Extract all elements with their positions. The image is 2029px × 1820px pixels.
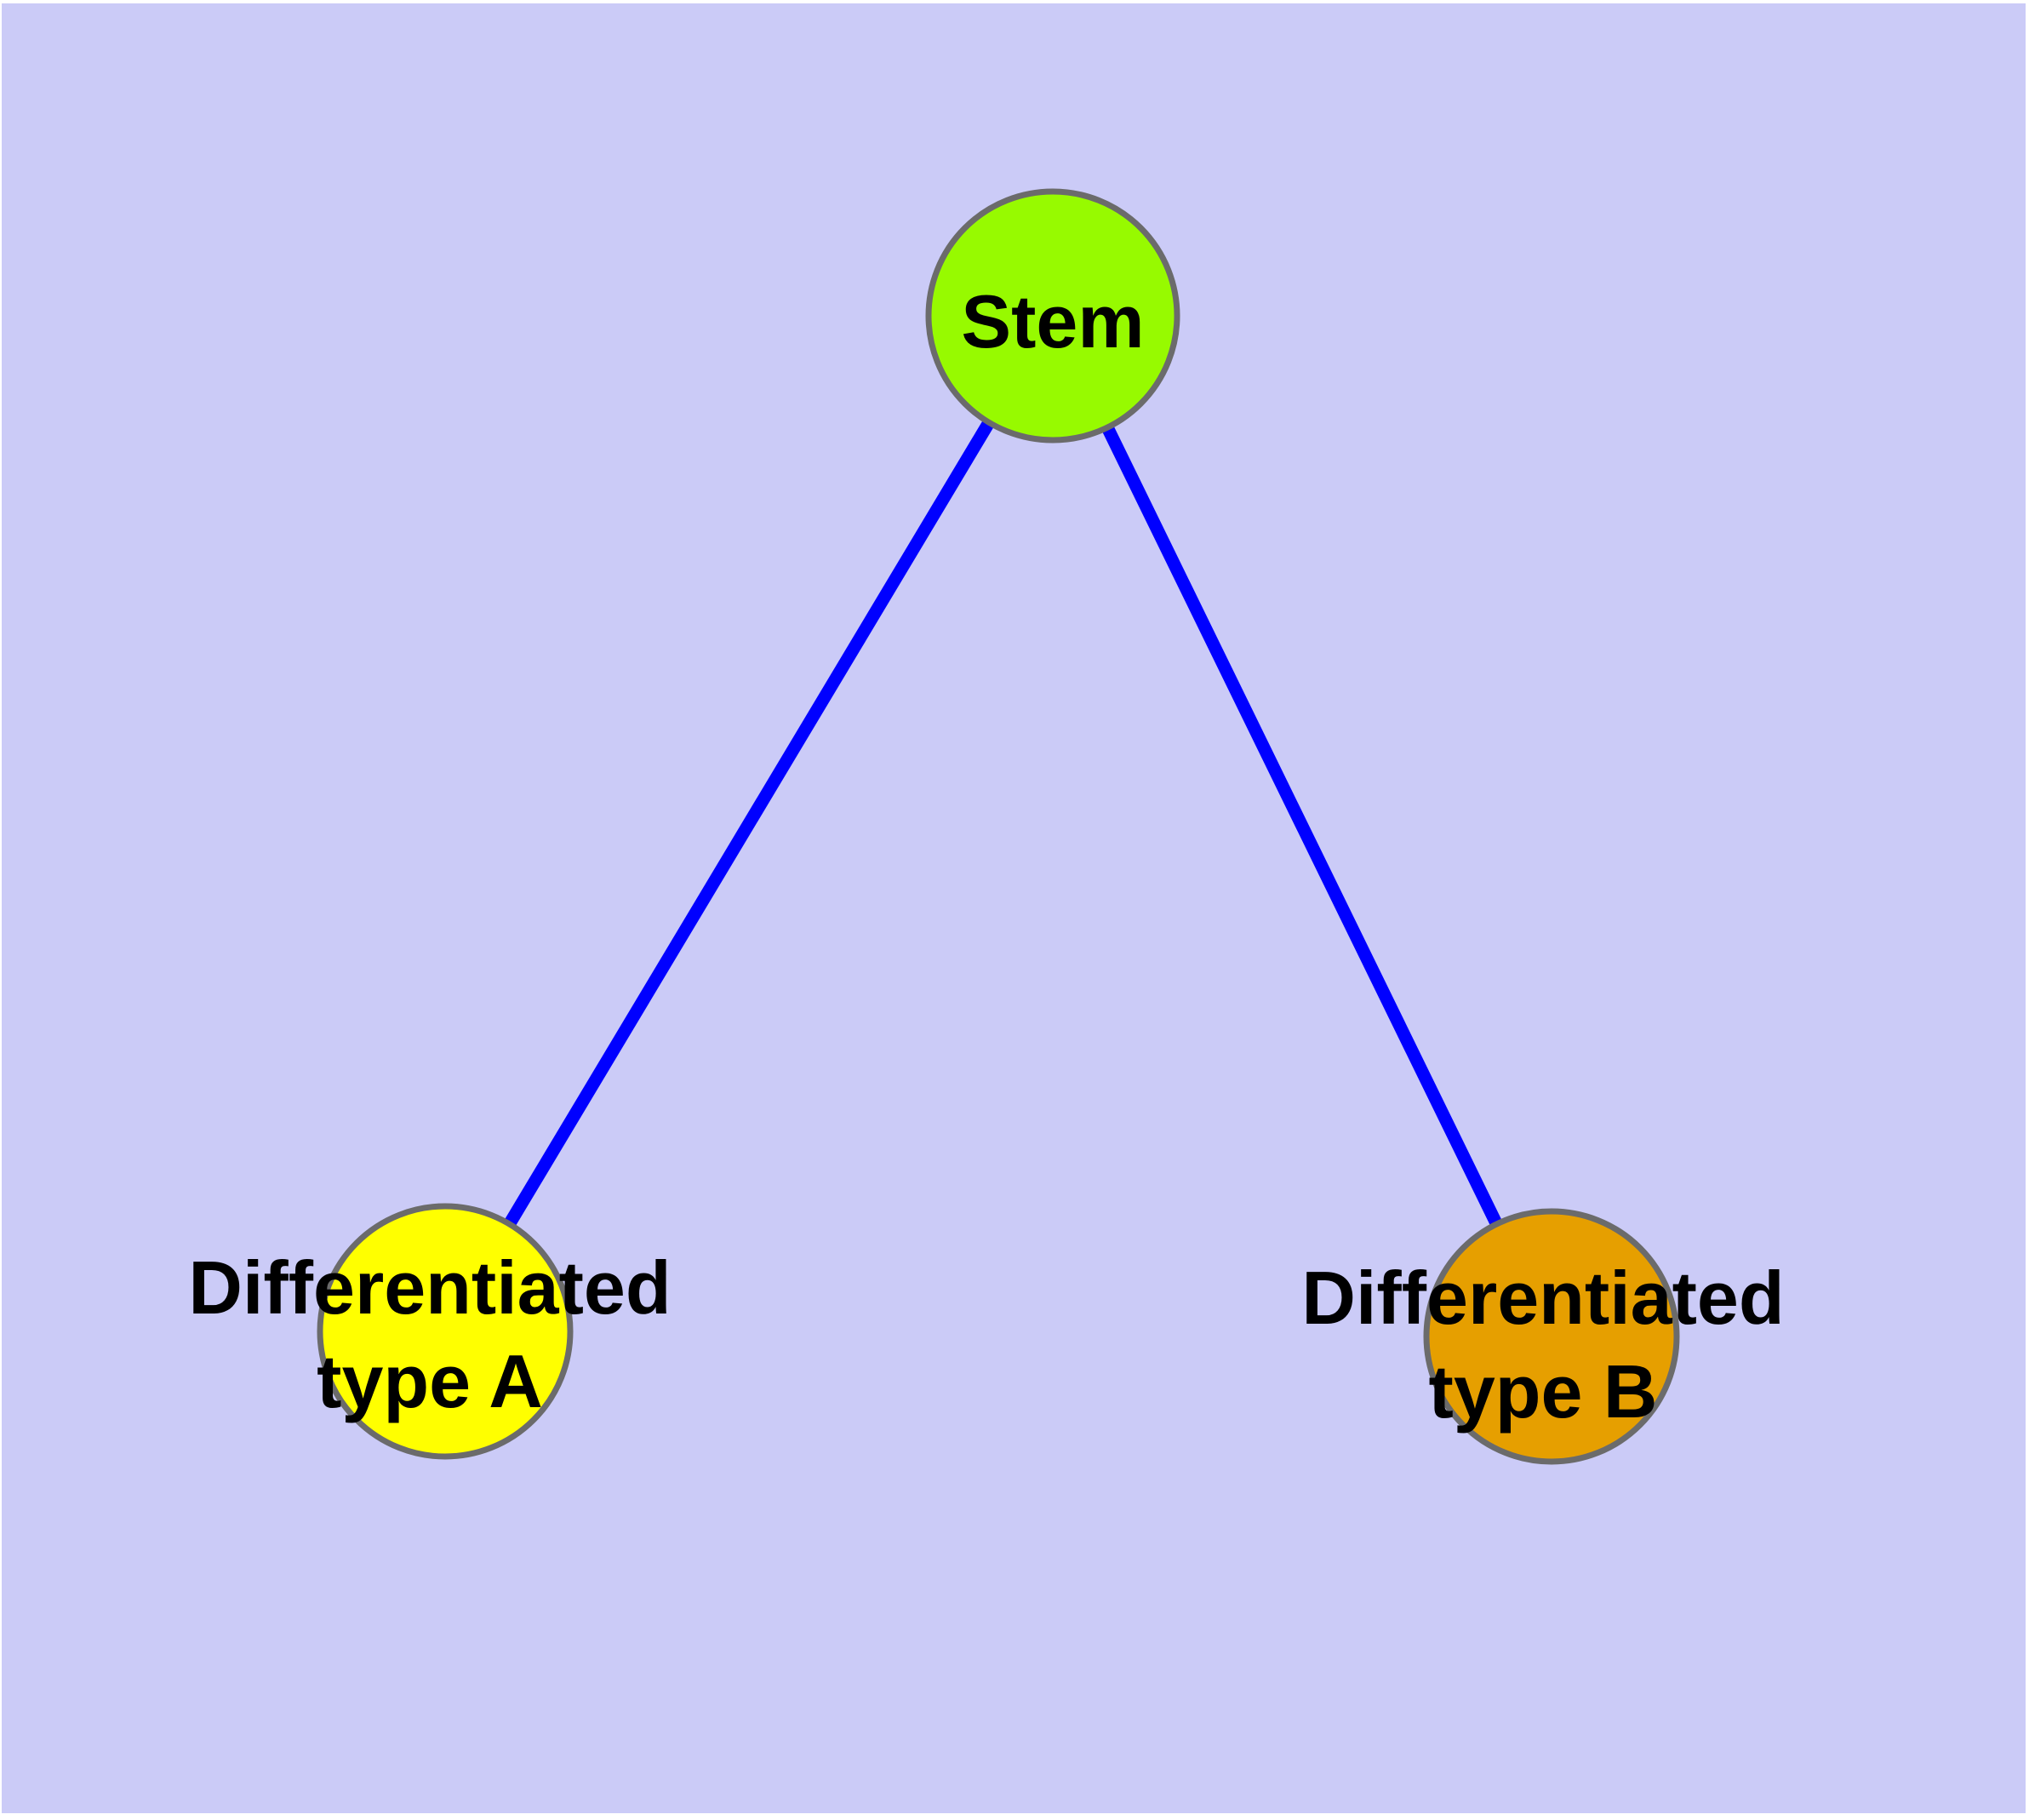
differentiated-type-a-node	[317, 1203, 574, 1460]
differentiated-type-b-node	[1423, 1208, 1680, 1465]
edge-stem-to-type-b	[1047, 312, 1557, 1340]
stem-node	[925, 188, 1180, 444]
edge-stem-to-type-a	[439, 312, 1059, 1335]
